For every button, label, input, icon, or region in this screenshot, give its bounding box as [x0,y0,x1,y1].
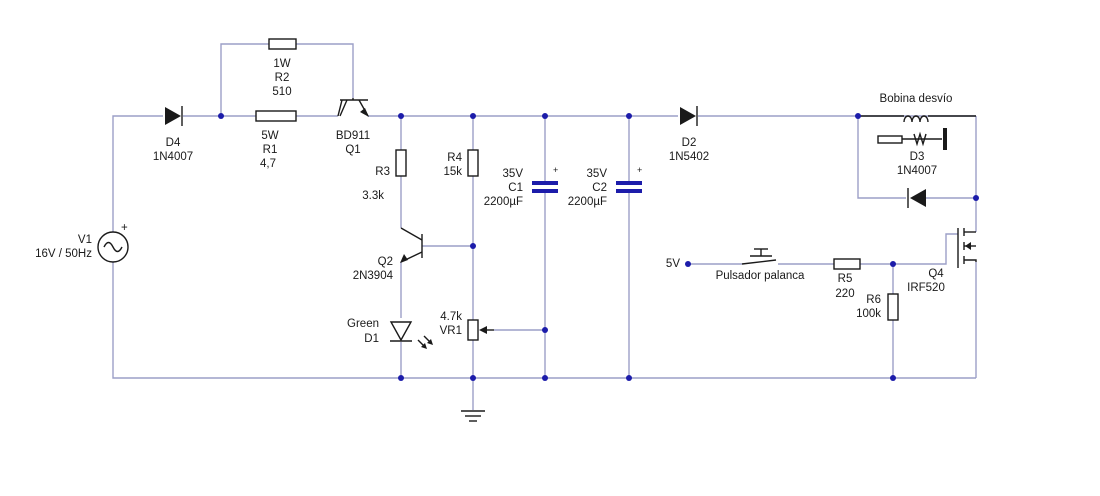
junction-dot [398,375,404,381]
c1-capacitor-symbol [532,181,558,193]
d3-value-label: 1N4007 [896,165,938,177]
wires [112,43,977,410]
d2-diode-symbol [680,106,698,126]
junction-dot [890,375,896,381]
c2-ref-label: C2 [592,182,607,194]
junction-dot [470,113,476,119]
junction-dot [218,113,224,119]
q4-mosfet-symbol [957,228,977,268]
q2-value-label: 2N3904 [352,270,393,282]
q1-value-label: BD911 [335,130,371,142]
c1-ref-label: C1 [508,182,523,194]
r1-value-label: 4,7 [260,158,276,170]
junction-dot [890,261,896,267]
c1-voltage-label: 35V [502,168,523,180]
junction-dot [685,261,691,267]
d1-ref-label: D1 [364,333,379,345]
c1-polarity-mark: + [553,165,559,175]
junction-dot [470,243,476,249]
d4-diode-symbol [165,106,183,126]
junction-dot [398,113,404,119]
d2-ref-label: D2 [681,137,697,149]
junction-dot [470,375,476,381]
r4-value-label: 15k [443,166,462,178]
junction-dot [626,375,632,381]
r1-power-label: 5W [261,130,279,142]
r1-resistor-symbol [255,110,297,122]
vr1-potentiometer-symbol [467,319,494,341]
v1-ref-label: V1 [77,234,92,246]
input-5v-label: 5V [665,258,680,270]
d4-value-label: 1N4007 [152,151,194,163]
coil-label: Bobina desvío [879,93,953,105]
c2-capacitor-symbol [616,181,642,193]
q4-ref-label: Q4 [928,268,944,280]
vr1-ref-label: VR1 [439,325,462,337]
c1-value-label: 2200µF [483,196,523,208]
q1-ref-label: Q1 [345,144,361,156]
r6-ref-label: R6 [866,294,881,306]
r5-ref-label: R5 [837,273,853,285]
c2-voltage-label: 35V [586,168,607,180]
r1-ref-label: R1 [262,144,278,156]
d1-led-symbol [389,321,433,349]
q1-transistor-symbol [337,98,369,117]
q4-value-label: IRF520 [907,282,945,294]
r4-resistor-symbol [467,149,479,177]
q2-ref-label: Q2 [377,256,393,268]
r6-resistor-symbol [887,293,899,321]
r3-value-label: 3.3k [362,190,384,202]
d3-ref-label: D3 [909,151,925,163]
deflection-coil-symbol [858,115,976,150]
r5-resistor-symbol [833,258,861,270]
r6-value-label: 100k [856,308,881,320]
c2-value-label: 2200µF [567,196,607,208]
v1-ac-source-symbol [97,231,129,263]
r2-ref-label: R2 [274,72,290,84]
r4-ref-label: R4 [447,152,462,164]
v1-polarity-mark: + [121,222,128,234]
r3-resistor-symbol [395,149,407,177]
junction-dot [626,113,632,119]
junction-dot [855,113,861,119]
r3-ref-label: R3 [375,166,390,178]
ground-symbol [461,410,485,422]
junction-dot [973,195,979,201]
d4-ref-label: D4 [165,137,181,149]
r2-power-label: 1W [273,58,291,70]
q2-transistor-symbol [400,227,423,263]
junction-dots [218,113,979,381]
d1-color-label: Green [347,318,379,330]
vr1-value-label: 4.7k [440,311,462,323]
junction-dot [542,375,548,381]
lever-pushbutton-symbol [741,248,777,265]
r5-value-label: 220 [835,288,855,300]
d2-value-label: 1N5402 [668,151,710,163]
d3-diode-symbol [907,188,926,208]
r2-value-label: 510 [272,86,292,98]
c2-polarity-mark: + [637,165,643,175]
junction-dot [542,113,548,119]
junction-dot [542,327,548,333]
pushbutton-label: Pulsador palanca [715,270,805,282]
r2-resistor-symbol [268,38,297,50]
v1-value-label: 16V / 50Hz [35,248,92,260]
